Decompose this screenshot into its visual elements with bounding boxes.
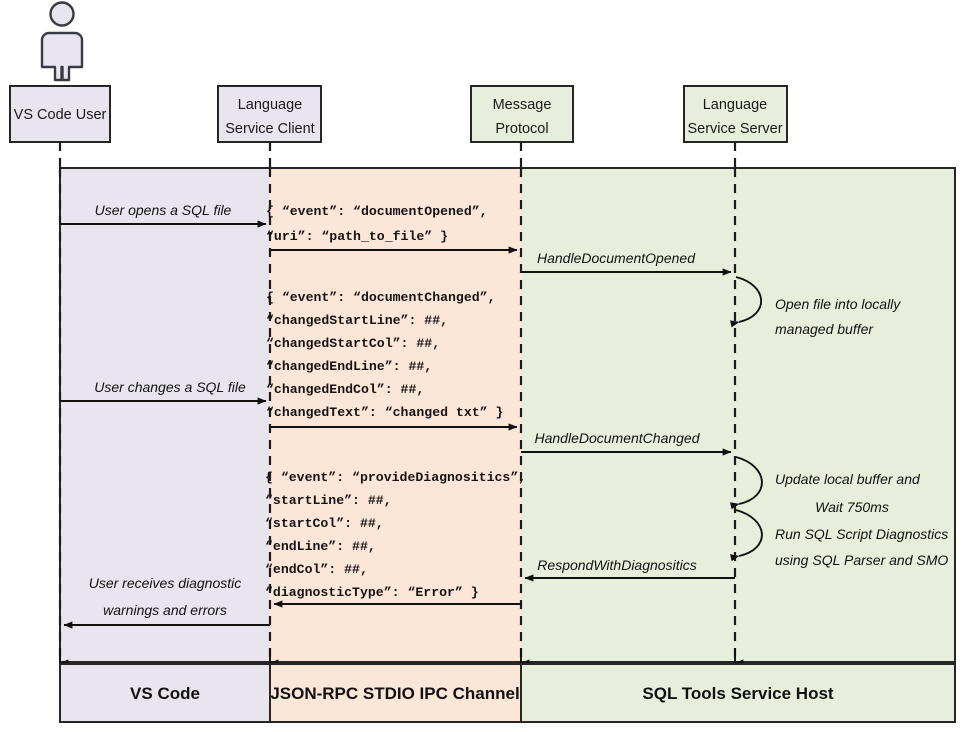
participant-label-server-line1: Language xyxy=(703,97,768,113)
message-label: HandleDocumentOpened xyxy=(537,250,696,266)
message-handle-document-changed[interactable]: HandleDocumentChanged xyxy=(521,430,732,456)
message-label-line1: User receives diagnostic xyxy=(89,575,242,591)
payload-document-changed: { “event”: “documentChanged”, “changedSt… xyxy=(266,290,503,420)
message-user-opens-sql-file[interactable]: User opens a SQL file xyxy=(60,202,267,228)
payload-line: “changedEndCol”: ##, xyxy=(266,382,424,397)
band-vscode xyxy=(60,168,270,662)
footer-band-vscode[interactable] xyxy=(59,663,271,723)
message-label: HandleDocumentChanged xyxy=(535,430,701,446)
message-label-line2: warnings and errors xyxy=(103,602,227,618)
participant-label-protocol-line2: Protocol xyxy=(495,121,548,137)
payload-line: “changedText”: “changed txt” } xyxy=(266,405,503,420)
participant-client[interactable]: Language Service Client xyxy=(217,85,322,168)
footer-bands: VS Code JSON-RPC STDIO IPC Channel SQL T… xyxy=(59,663,956,723)
footer-terminator-arrows xyxy=(59,648,744,667)
participant-label-protocol-line1: Message xyxy=(493,97,552,113)
self-message-label-line1: Update local buffer and xyxy=(775,471,921,487)
participant-box xyxy=(683,85,788,143)
message-label: RespondWithDiagnositics xyxy=(537,557,696,573)
self-message-run-sql-diagnostics[interactable]: Run SQL Script Diagnostics using SQL Par… xyxy=(730,509,948,568)
payload-document-opened: { “event”: “documentOpened”, “uri”: “pat… xyxy=(266,204,488,244)
self-message-update-buffer-wait[interactable]: Update local buffer and Wait 750ms xyxy=(730,456,921,515)
self-message-label-line2: Wait 750ms xyxy=(815,499,889,515)
self-message-label-line2: managed buffer xyxy=(775,321,874,337)
payload-line: { “event”: “documentOpened”, xyxy=(266,204,488,219)
footer-band-host[interactable] xyxy=(520,663,956,723)
self-message-open-file-buffer[interactable]: Open file into locally managed buffer xyxy=(730,276,901,337)
payload-line: “diagnosticType”: “Error” } xyxy=(265,585,479,600)
self-loop-arrow xyxy=(730,456,763,510)
message-handle-document-opened[interactable]: HandleDocumentOpened xyxy=(521,250,732,276)
footer-band-ipc[interactable] xyxy=(269,663,522,723)
payload-line: { “event”: “documentChanged”, xyxy=(266,290,496,305)
payload-line: “changedEndLine”: ##, xyxy=(266,359,432,374)
self-message-label-line2: using SQL Parser and SMO xyxy=(775,552,948,568)
participant-label-client-line2: Service Client xyxy=(225,121,314,137)
participant-label-user: VS Code User xyxy=(14,107,107,123)
self-message-label-line1: Open file into locally xyxy=(775,296,901,312)
participant-box xyxy=(9,85,111,143)
message-user-receives-diagnostics[interactable]: User receives diagnostic warnings and er… xyxy=(63,575,270,629)
payload-line: “endCol”: ##, xyxy=(265,562,368,577)
payload-line: “changedStartLine”: ##, xyxy=(266,313,448,328)
participant-protocol[interactable]: Message Protocol xyxy=(470,85,574,168)
payload-provide-diagnostics: { “event”: “provideDiagnositics”, “start… xyxy=(265,470,526,600)
payload-line: “uri”: “path_to_file” } xyxy=(266,229,448,244)
payload-line: { “event”: “provideDiagnositics”, xyxy=(265,470,526,485)
participant-server[interactable]: Language Service Server xyxy=(683,85,788,168)
message-user-changes-sql-file[interactable]: User changes a SQL file xyxy=(60,379,267,405)
footer-label-vscode: VS Code xyxy=(130,684,200,703)
band-host xyxy=(521,168,955,662)
participant-user[interactable]: VS Code User xyxy=(9,85,111,168)
payload-line: “endLine”: ##, xyxy=(265,539,376,554)
message-respond-with-diagnostics[interactable]: RespondWithDiagnositics xyxy=(524,557,735,582)
participant-box xyxy=(217,85,322,143)
payload-line: “startLine”: ##, xyxy=(265,493,392,508)
person-icon xyxy=(40,1,84,82)
footer-label-host: SQL Tools Service Host xyxy=(642,684,833,703)
self-message-label-line1: Run SQL Script Diagnostics xyxy=(775,526,948,542)
payload-line: “changedStartCol”: ##, xyxy=(266,336,440,351)
participant-label-client-line1: Language xyxy=(238,97,303,113)
message-label: User opens a SQL file xyxy=(95,202,232,218)
participant-label-server-line2: Service Server xyxy=(687,121,782,137)
self-loop-arrow xyxy=(730,276,763,328)
message-label: User changes a SQL file xyxy=(94,379,246,395)
payload-line: “startCol”: ##, xyxy=(265,516,384,531)
self-loop-arrow xyxy=(730,509,763,562)
footer-label-ipc: JSON-RPC STDIO IPC Channel xyxy=(270,684,519,703)
